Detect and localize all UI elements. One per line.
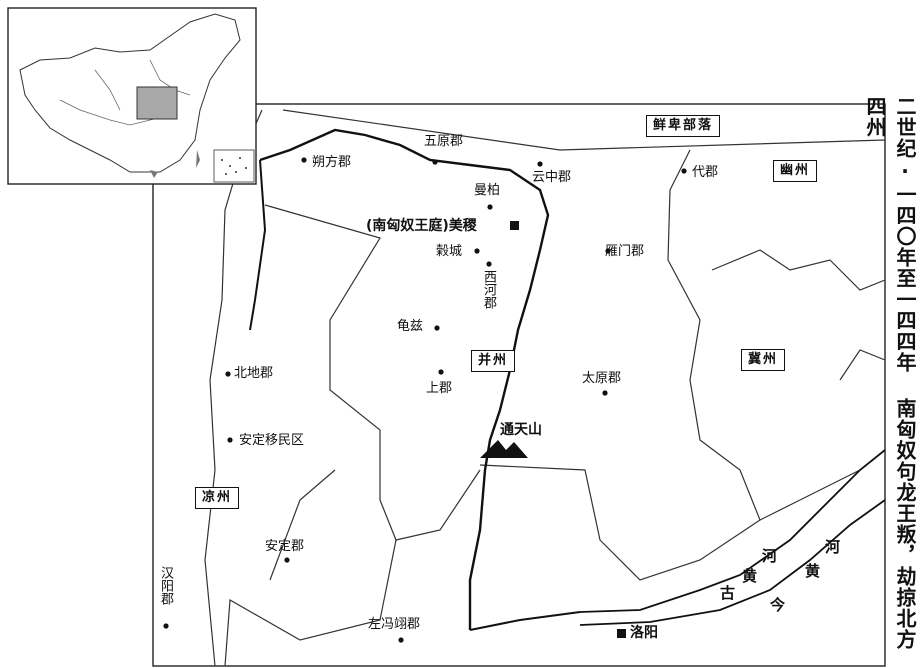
label-hanyang: 汉阳郡	[158, 566, 173, 605]
manbai-dot	[487, 204, 493, 210]
modern-yellow-river	[579, 499, 886, 626]
place-markers	[163, 157, 687, 643]
label-anding: 安定郡	[265, 539, 305, 554]
map-frame	[152, 103, 886, 667]
zuofengyi-dot	[398, 637, 404, 643]
dai-dot	[681, 168, 687, 174]
beidi-dot	[225, 371, 231, 377]
label-river-he-2: 河	[825, 538, 841, 556]
xihe-dot	[486, 261, 492, 267]
label-zuofengyi: 左冯翊郡	[368, 617, 421, 632]
tongtian-mountain-icon	[480, 440, 528, 458]
label-river-he-1: 河	[762, 547, 778, 565]
anding-dot	[284, 557, 290, 563]
region-liangzhou: 凉州	[195, 487, 240, 509]
gucheng-dot	[474, 248, 480, 254]
map-title: 二世纪·一四〇年至一四四年 南匈奴句龙王叛，劫掠北方四州	[863, 96, 917, 650]
label-qiuci: 龟兹	[397, 319, 424, 334]
luoyang-capital-marker	[617, 629, 626, 638]
inset-south-sea-box	[213, 149, 255, 183]
ancient-yellow-river	[579, 449, 886, 613]
river-to-luoyang	[469, 611, 581, 631]
river-west-segment	[249, 159, 267, 331]
wuyuan-dot	[432, 159, 438, 165]
yunzhong-dot	[537, 161, 543, 167]
label-tongtian: 通天山	[500, 422, 542, 438]
label-wuyuan: 五原郡	[424, 134, 464, 149]
label-gucheng: 榖城	[436, 244, 463, 259]
shuofang-dot	[301, 157, 307, 163]
anding-refugee-dot	[227, 437, 233, 443]
taiyuan-dot	[602, 390, 608, 396]
label-anding-refugee: 安定移民区	[239, 433, 305, 448]
region-xianbei: 鲜卑部落	[646, 115, 721, 137]
label-yunzhong: 云中郡	[532, 170, 572, 185]
region-jizhou: 冀州	[741, 349, 786, 371]
label-river-gu: 古	[720, 584, 736, 602]
label-river-jin: 今	[770, 596, 786, 614]
qiuci-dot	[434, 325, 440, 331]
label-taiyuan: 太原郡	[582, 371, 622, 386]
label-xihe: 西河郡	[481, 270, 496, 309]
label-river-huang-2: 黄	[805, 562, 821, 580]
label-shuofang: 朔方郡	[312, 155, 352, 170]
label-luoyang: 洛阳	[630, 625, 658, 641]
label-dai: 代郡	[692, 165, 719, 180]
meiji-capital-marker	[510, 221, 519, 230]
yellow-river-bend	[259, 128, 550, 630]
label-shang: 上郡	[426, 381, 453, 396]
inset-china-map	[7, 7, 257, 185]
label-river-huang-1: 黄	[742, 567, 758, 585]
yanmen-dot	[605, 248, 611, 254]
label-beidi: 北地郡	[234, 366, 274, 381]
inset-highlight-area	[136, 86, 178, 120]
label-yanmen: 雁门郡	[605, 244, 645, 259]
label-meiji: (南匈奴王庭)美稷	[366, 218, 477, 234]
province-boundaries	[204, 109, 886, 667]
hanyang-dot	[163, 623, 169, 629]
shang-dot	[438, 369, 444, 375]
region-youzhou: 幽州	[773, 160, 818, 182]
label-manbai: 曼柏	[474, 183, 501, 198]
region-bingzhou: 并州	[471, 350, 516, 372]
